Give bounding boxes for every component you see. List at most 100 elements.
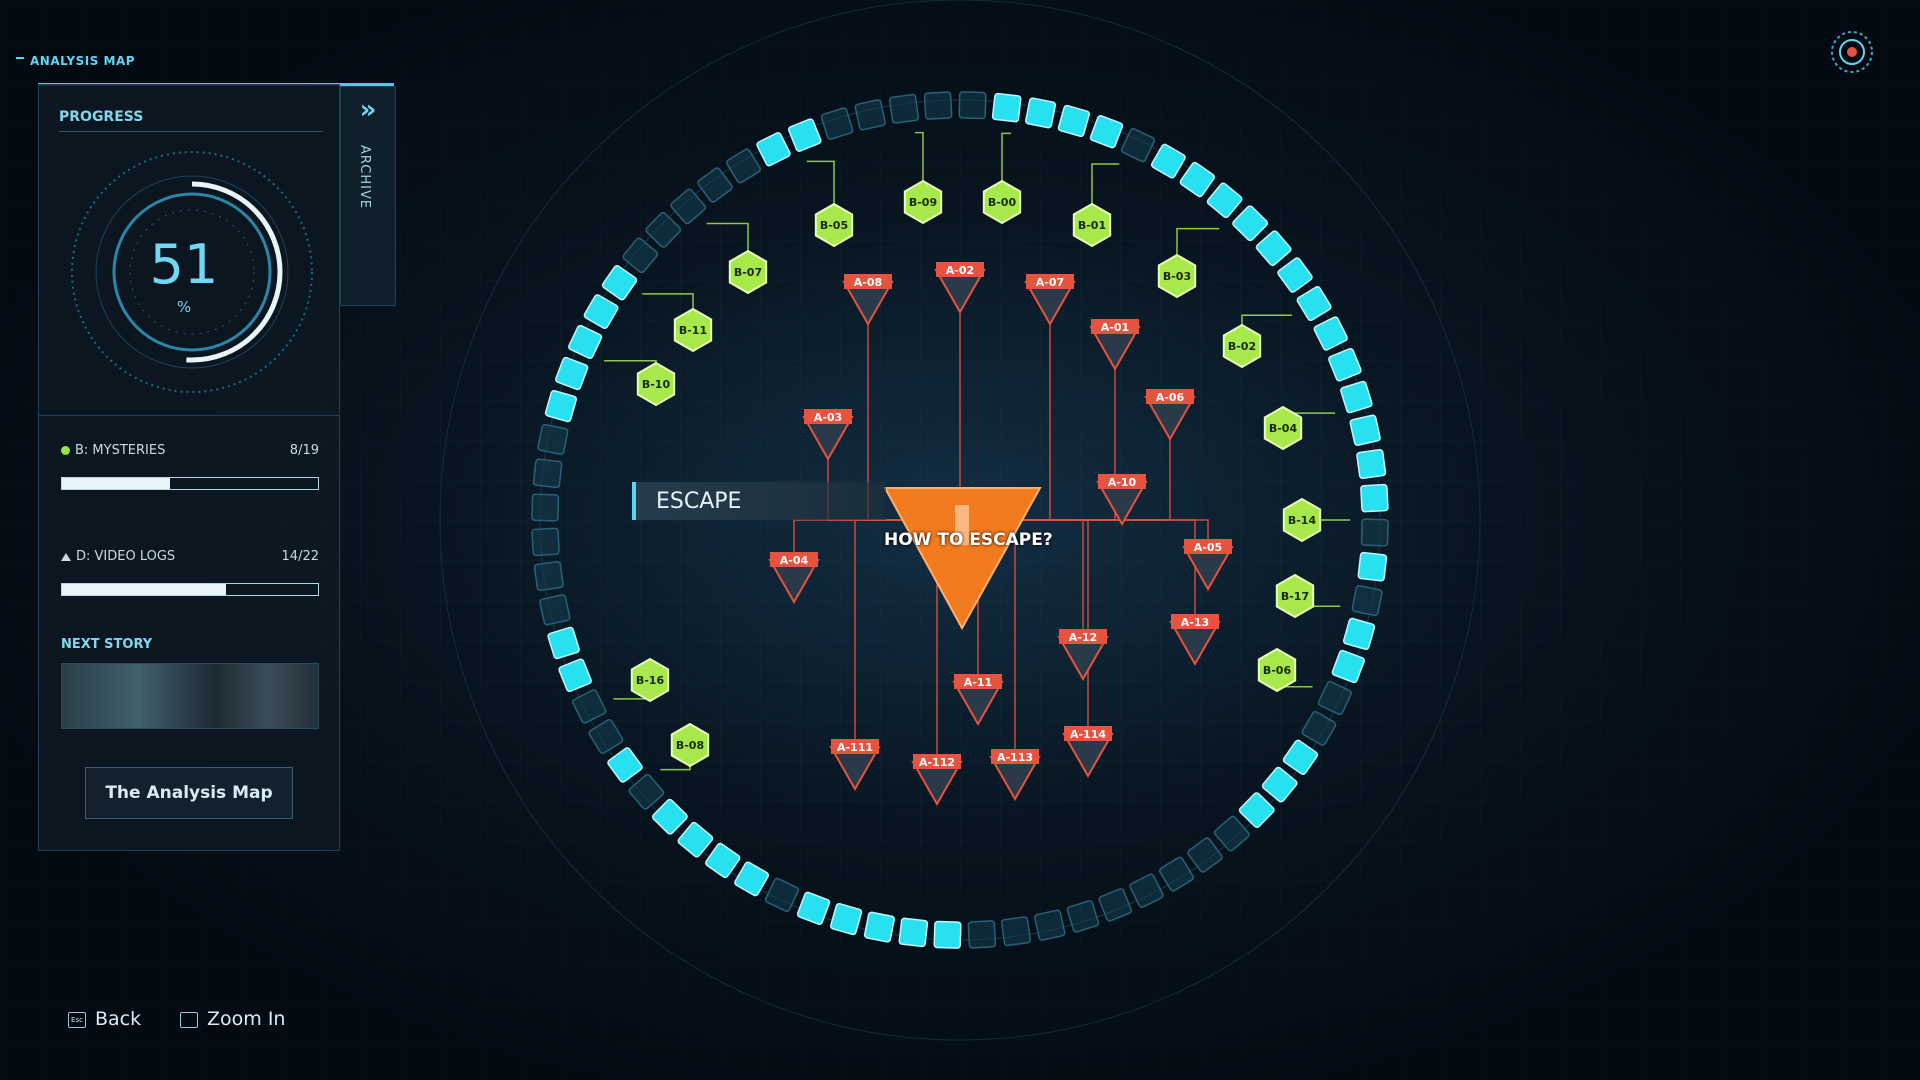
ring-archive-tile[interactable] xyxy=(1098,888,1132,922)
ring-archive-tile[interactable] xyxy=(1089,115,1124,149)
ring-archive-tile[interactable] xyxy=(820,107,854,140)
ring-archive-tile[interactable] xyxy=(1179,161,1215,198)
zoom-in-button[interactable]: Zoom In xyxy=(180,1008,285,1030)
mystery-node-b-09[interactable]: B-09 xyxy=(903,179,943,225)
ring-archive-tile[interactable] xyxy=(829,902,863,936)
story-node-a-02[interactable]: A-02 xyxy=(934,262,986,315)
ring-archive-tile[interactable] xyxy=(555,356,589,391)
story-node-a-06[interactable]: A-06 xyxy=(1144,389,1196,442)
ring-archive-tile[interactable] xyxy=(1057,104,1091,138)
ring-archive-tile[interactable] xyxy=(568,324,603,360)
ring-archive-tile[interactable] xyxy=(1360,518,1389,547)
ring-archive-tile[interactable] xyxy=(670,188,707,225)
mystery-node-b-14[interactable]: B-14 xyxy=(1282,497,1322,543)
ring-archive-tile[interactable] xyxy=(1129,873,1164,908)
ring-archive-tile[interactable] xyxy=(1277,257,1313,293)
ring-archive-tile[interactable] xyxy=(531,527,560,557)
ring-archive-tile[interactable] xyxy=(583,294,619,330)
ring-archive-tile[interactable] xyxy=(547,626,580,660)
ring-archive-tile[interactable] xyxy=(652,798,689,835)
story-node-a-10[interactable]: A-10 xyxy=(1096,474,1148,527)
ring-archive-tile[interactable] xyxy=(1000,916,1032,947)
story-node-a-113[interactable]: A-113 xyxy=(989,749,1041,802)
ring-archive-tile[interactable] xyxy=(1342,617,1376,651)
ring-archive-tile[interactable] xyxy=(933,920,962,949)
ring-archive-tile[interactable] xyxy=(967,920,997,949)
ring-archive-tile[interactable] xyxy=(607,747,643,783)
story-node-a-04[interactable]: A-04 xyxy=(768,552,820,605)
ring-archive-tile[interactable] xyxy=(532,458,563,489)
ring-archive-tile[interactable] xyxy=(1349,414,1381,446)
ring-archive-tile[interactable] xyxy=(531,493,560,522)
mystery-node-b-02[interactable]: B-02 xyxy=(1222,323,1262,369)
ring-archive-tile[interactable] xyxy=(991,92,1022,123)
ring-archive-tile[interactable] xyxy=(796,891,831,926)
story-node-a-03[interactable]: A-03 xyxy=(802,409,854,462)
ring-archive-tile[interactable] xyxy=(863,911,895,943)
ring-archive-tile[interactable] xyxy=(1025,97,1057,129)
mystery-node-b-16[interactable]: B-16 xyxy=(630,657,670,703)
ring-archive-tile[interactable] xyxy=(1150,143,1187,179)
ring-archive-tile[interactable] xyxy=(898,917,929,948)
story-node-a-111[interactable]: A-111 xyxy=(829,739,881,792)
ring-archive-tile[interactable] xyxy=(1282,739,1319,775)
ring-archive-tile[interactable] xyxy=(1238,792,1275,829)
ring-archive-tile[interactable] xyxy=(854,99,886,131)
ring-archive-tile[interactable] xyxy=(1034,909,1066,941)
mystery-node-b-17[interactable]: B-17 xyxy=(1275,573,1315,619)
ring-archive-tile[interactable] xyxy=(677,821,714,858)
mystery-node-b-06[interactable]: B-06 xyxy=(1257,647,1297,693)
mystery-node-b-11[interactable]: B-11 xyxy=(673,307,713,353)
story-node-a-08[interactable]: A-08 xyxy=(842,274,894,327)
ring-archive-tile[interactable] xyxy=(1213,815,1250,852)
mystery-node-b-10[interactable]: B-10 xyxy=(636,361,676,407)
story-node-a-114[interactable]: A-114 xyxy=(1062,726,1114,779)
story-node-a-05[interactable]: A-05 xyxy=(1182,539,1234,592)
mystery-node-b-03[interactable]: B-03 xyxy=(1157,253,1197,299)
ring-archive-tile[interactable] xyxy=(1187,837,1223,873)
ring-archive-tile[interactable] xyxy=(1120,128,1156,163)
ring-archive-tile[interactable] xyxy=(1360,483,1389,513)
ring-archive-tile[interactable] xyxy=(539,594,571,626)
ring-archive-tile[interactable] xyxy=(533,560,564,592)
ring-archive-tile[interactable] xyxy=(1317,680,1353,716)
ring-archive-tile[interactable] xyxy=(1328,348,1362,382)
ring-archive-tile[interactable] xyxy=(888,93,920,124)
ring-archive-tile[interactable] xyxy=(1261,766,1298,803)
story-node-a-112[interactable]: A-112 xyxy=(911,754,963,807)
ring-archive-tile[interactable] xyxy=(1331,649,1366,684)
ring-archive-tile[interactable] xyxy=(1158,856,1195,892)
ring-archive-tile[interactable] xyxy=(756,132,791,167)
ring-archive-tile[interactable] xyxy=(1232,205,1269,242)
the-analysis-map-button[interactable]: The Analysis Map xyxy=(85,767,293,819)
ring-archive-tile[interactable] xyxy=(1356,448,1387,480)
ring-archive-tile[interactable] xyxy=(601,265,638,301)
ring-archive-tile[interactable] xyxy=(1255,230,1292,267)
ring-archive-tile[interactable] xyxy=(788,118,822,152)
ring-archive-tile[interactable] xyxy=(764,877,800,913)
story-node-a-07[interactable]: A-07 xyxy=(1024,274,1076,327)
ring-archive-tile[interactable] xyxy=(1340,380,1373,414)
mystery-node-b-05[interactable]: B-05 xyxy=(814,202,854,248)
ring-archive-tile[interactable] xyxy=(958,91,987,120)
ring-archive-tile[interactable] xyxy=(558,658,592,692)
archive-tab[interactable]: » ARCHIVE xyxy=(340,86,396,306)
ring-archive-tile[interactable] xyxy=(1206,182,1243,219)
story-node-a-11[interactable]: A-11 xyxy=(952,674,1004,727)
ring-archive-tile[interactable] xyxy=(923,91,953,120)
ring-archive-tile[interactable] xyxy=(572,689,607,724)
mystery-node-b-04[interactable]: B-04 xyxy=(1263,405,1303,451)
ring-archive-tile[interactable] xyxy=(697,167,733,203)
ring-archive-tile[interactable] xyxy=(645,212,682,249)
story-node-a-12[interactable]: A-12 xyxy=(1057,629,1109,682)
mystery-node-b-08[interactable]: B-08 xyxy=(670,722,710,768)
ring-archive-tile[interactable] xyxy=(1301,710,1337,747)
ring-archive-tile[interactable] xyxy=(1296,286,1332,322)
ring-archive-tile[interactable] xyxy=(588,718,624,755)
ring-archive-tile[interactable] xyxy=(1313,316,1348,351)
mystery-node-b-07[interactable]: B-07 xyxy=(728,249,768,295)
ring-archive-tile[interactable] xyxy=(726,148,762,184)
ring-archive-tile[interactable] xyxy=(705,842,741,879)
